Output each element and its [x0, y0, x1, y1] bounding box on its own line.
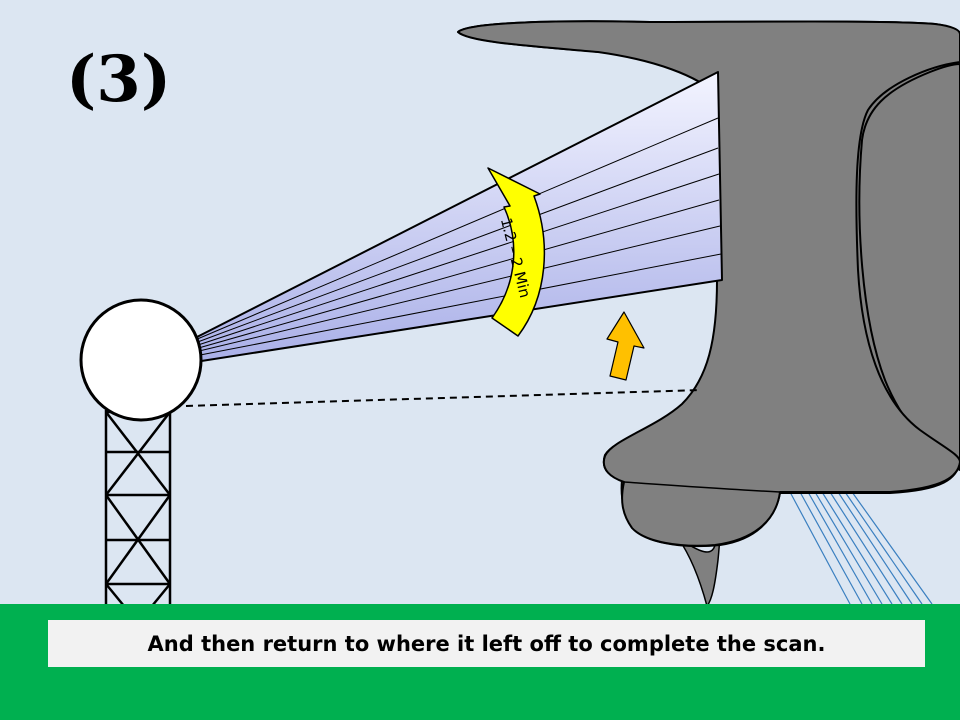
- storm-anvil: [457, 20, 960, 547]
- radar-beam: [194, 71, 723, 363]
- wall-cloud-edge: [623, 481, 781, 493]
- lattice-tower-icon: [104, 410, 172, 607]
- up-arrow-icon: [606, 311, 645, 381]
- rain-streaks: [789, 491, 933, 605]
- curved-arrow-icon: [487, 167, 546, 337]
- dashed-reference-line: [185, 389, 701, 407]
- radar-dome-icon: [79, 298, 203, 422]
- step-label: (3): [66, 42, 172, 117]
- caption-text: And then return to where it left off to …: [147, 631, 826, 656]
- caption-box: And then return to where it left off to …: [48, 620, 925, 667]
